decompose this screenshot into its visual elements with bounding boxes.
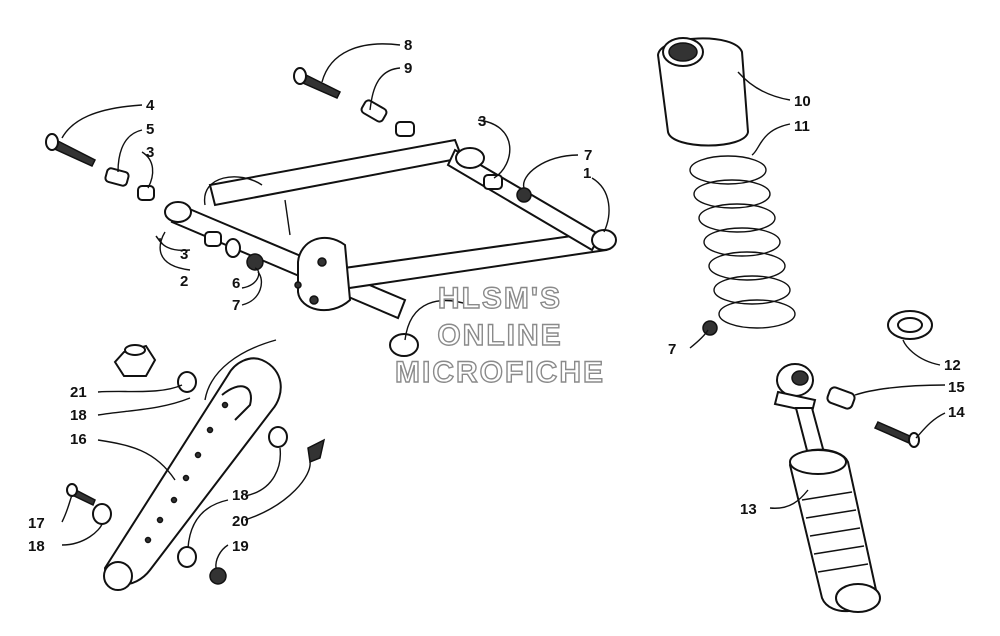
callout-4: 4 [146,97,155,114]
callout-labels: 1 2 3 3 3 4 5 6 7 7 7 8 9 10 11 12 13 14… [28,37,965,555]
callout-14: 14 [948,404,965,421]
callout-3b: 3 [180,246,188,263]
callout-17: 17 [28,515,45,532]
leader-lines [61,43,946,569]
callout-8: 8 [404,37,412,54]
callout-21: 21 [70,384,87,401]
callout-7c: 7 [668,341,676,358]
top-hardware [293,67,532,203]
callout-5: 5 [146,121,154,138]
callout-15: 15 [948,379,965,396]
callout-12: 12 [944,357,961,374]
watermark: HLSM'S ONLINE MICROFICHE [394,281,605,389]
callout-19: 19 [232,538,249,555]
coil-spring [689,155,796,329]
callout-18b: 18 [232,487,249,504]
callout-18a: 18 [70,407,87,424]
callout-11: 11 [794,118,810,135]
callout-16: 16 [70,431,87,448]
callout-6: 6 [232,275,240,292]
callout-10: 10 [794,93,811,110]
watermark-line-1: HLSM'S [438,282,562,315]
callout-18c: 18 [28,538,45,555]
callout-2: 2 [180,273,188,290]
callout-13: 13 [740,501,757,518]
callout-7a: 7 [232,297,240,314]
callout-7b: 7 [584,147,592,164]
callout-3c: 3 [478,113,486,130]
watermark-line-3: MICROFICHE [395,356,605,389]
limiter-strap-assembly [66,344,326,591]
watermark-line-2: ONLINE [437,319,562,352]
left-hardware [45,133,264,271]
shock-absorber-assembly [656,37,933,613]
callout-1: 1 [583,165,591,182]
callout-20: 20 [232,513,249,530]
callout-3a: 3 [146,144,154,161]
callout-9: 9 [404,60,412,77]
